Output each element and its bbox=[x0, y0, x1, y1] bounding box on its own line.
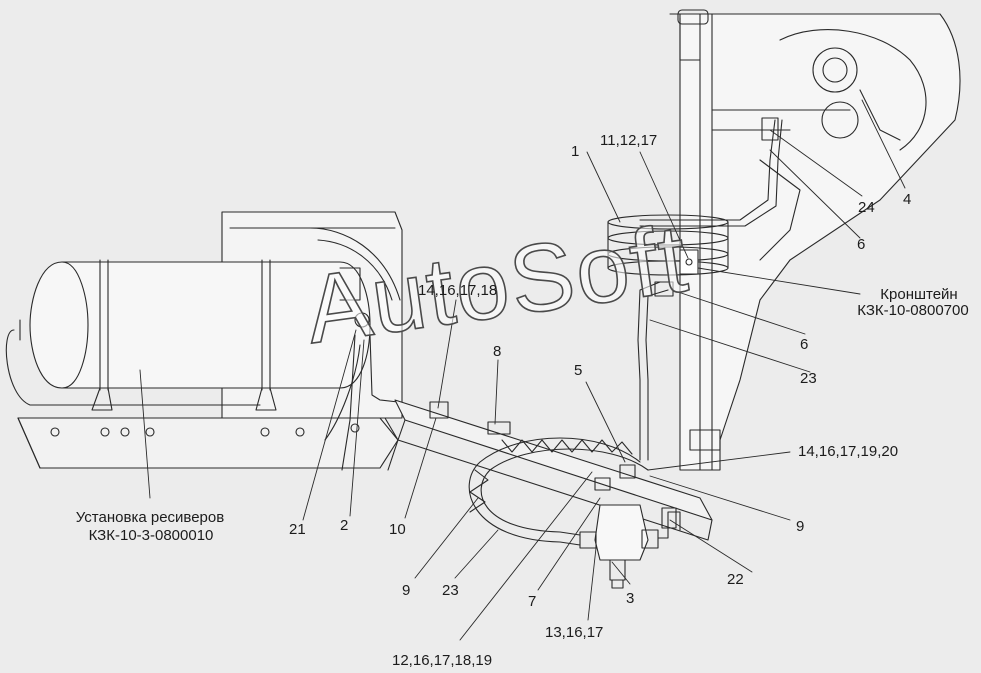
vertical-hose bbox=[637, 281, 674, 461]
callout-4: 4 bbox=[903, 191, 912, 208]
callout-23-right: 23 bbox=[800, 370, 817, 387]
callout-14-16-17-18: 14,16,17,18 bbox=[418, 282, 498, 299]
callout-24: 24 bbox=[858, 199, 875, 216]
callout-9-right: 9 bbox=[796, 518, 805, 535]
tank-pipes bbox=[324, 334, 399, 471]
coil-pipe bbox=[607, 214, 729, 276]
callout-14-16-17-19-20: 14,16,17,19,20 bbox=[798, 443, 899, 460]
cab-air-pipe bbox=[639, 117, 783, 227]
callout-10: 10 bbox=[389, 521, 406, 538]
callout-5: 5 bbox=[574, 362, 583, 379]
receiver-label-name: Установка ресиверов bbox=[75, 509, 225, 526]
callout-8: 8 bbox=[493, 343, 502, 360]
bracket-label-code: КЗК-10-0800700 bbox=[857, 302, 969, 319]
bracket-part bbox=[679, 249, 699, 275]
callout-11-12-17: 11,12,17 bbox=[600, 132, 658, 149]
callout-7: 7 bbox=[528, 593, 537, 610]
callout-21: 21 bbox=[289, 521, 306, 538]
callout-3: 3 bbox=[626, 590, 635, 607]
valve-assembly bbox=[579, 464, 681, 589]
callout-1: 1 bbox=[571, 143, 580, 160]
receiver-label-code: КЗК-10-3-0800010 bbox=[88, 527, 214, 544]
callout-23-left: 23 bbox=[442, 582, 459, 599]
callout-9-left: 9 bbox=[402, 582, 411, 599]
callout-13-16-17: 13,16,17 bbox=[545, 624, 604, 641]
cab-structure bbox=[669, 9, 961, 471]
callout-6-lower: 6 bbox=[800, 336, 809, 353]
chassis-frame bbox=[17, 417, 399, 471]
hose-loop bbox=[468, 437, 649, 546]
diagonal-beam bbox=[394, 399, 713, 541]
callout-6-upper: 6 bbox=[857, 236, 866, 253]
leader-lines bbox=[139, 99, 906, 641]
callout-2: 2 bbox=[340, 517, 349, 534]
callout-12-16-17-18-19: 12,16,17,18,19 bbox=[392, 652, 493, 669]
bracket-label-name: Кронштейн bbox=[880, 286, 958, 303]
callout-22: 22 bbox=[727, 571, 744, 588]
